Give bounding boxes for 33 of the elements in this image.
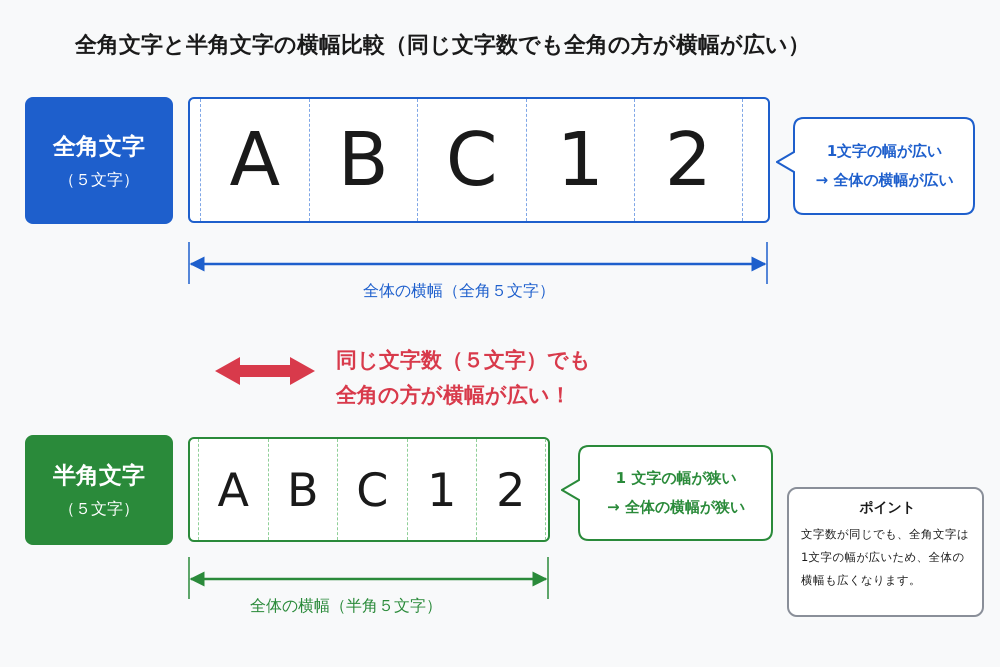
- label-box: [25, 435, 173, 545]
- character: C: [356, 466, 388, 512]
- dimension-label: 全体の横幅（半角５文字）: [250, 596, 442, 617]
- diagram-title: 全角文字と半角文字の横幅比較（同じ文字数でも全角の方が横幅が広い）: [75, 32, 810, 60]
- label-box: [25, 97, 173, 224]
- callout-text: 1文字の幅が広い: [826, 142, 942, 161]
- character: 2: [496, 466, 526, 512]
- character: A: [229, 123, 280, 197]
- speech-bubble: [561, 445, 773, 541]
- note-heading: ポイント: [858, 499, 916, 517]
- character: B: [338, 123, 389, 197]
- character-cell: [476, 439, 546, 540]
- character-row-box: [188, 437, 550, 542]
- dimension-label: 全体の横幅（全角５文字）: [363, 281, 555, 302]
- character-cell: [634, 99, 742, 221]
- count-text: （５文字）: [59, 170, 139, 190]
- character-row-box: [188, 97, 770, 223]
- character: 1: [556, 123, 604, 197]
- character: C: [446, 123, 498, 197]
- character: 1: [427, 466, 456, 512]
- character: A: [218, 466, 249, 512]
- emphasis-text: 同じ文字数（５文字）でも全角の方が横幅が広い！: [336, 347, 592, 409]
- callout-text: 1 文字の幅が狭い: [616, 469, 736, 488]
- speech-bubble: [776, 117, 975, 215]
- character: 2: [664, 123, 712, 197]
- callout-text: → 全体の横幅が狭い: [607, 498, 745, 517]
- callout-text: → 全体の横幅が広い: [816, 171, 954, 190]
- count-text: （５文字）: [59, 499, 139, 520]
- note-text: 文字数が同じでも、全角文字は1文字の幅が広いため、全体の横幅も広くなります。: [801, 526, 970, 589]
- label-text: 半角文字: [53, 462, 145, 491]
- note-box: [787, 487, 984, 617]
- character: B: [286, 466, 319, 512]
- label-text: 全角文字: [53, 132, 145, 162]
